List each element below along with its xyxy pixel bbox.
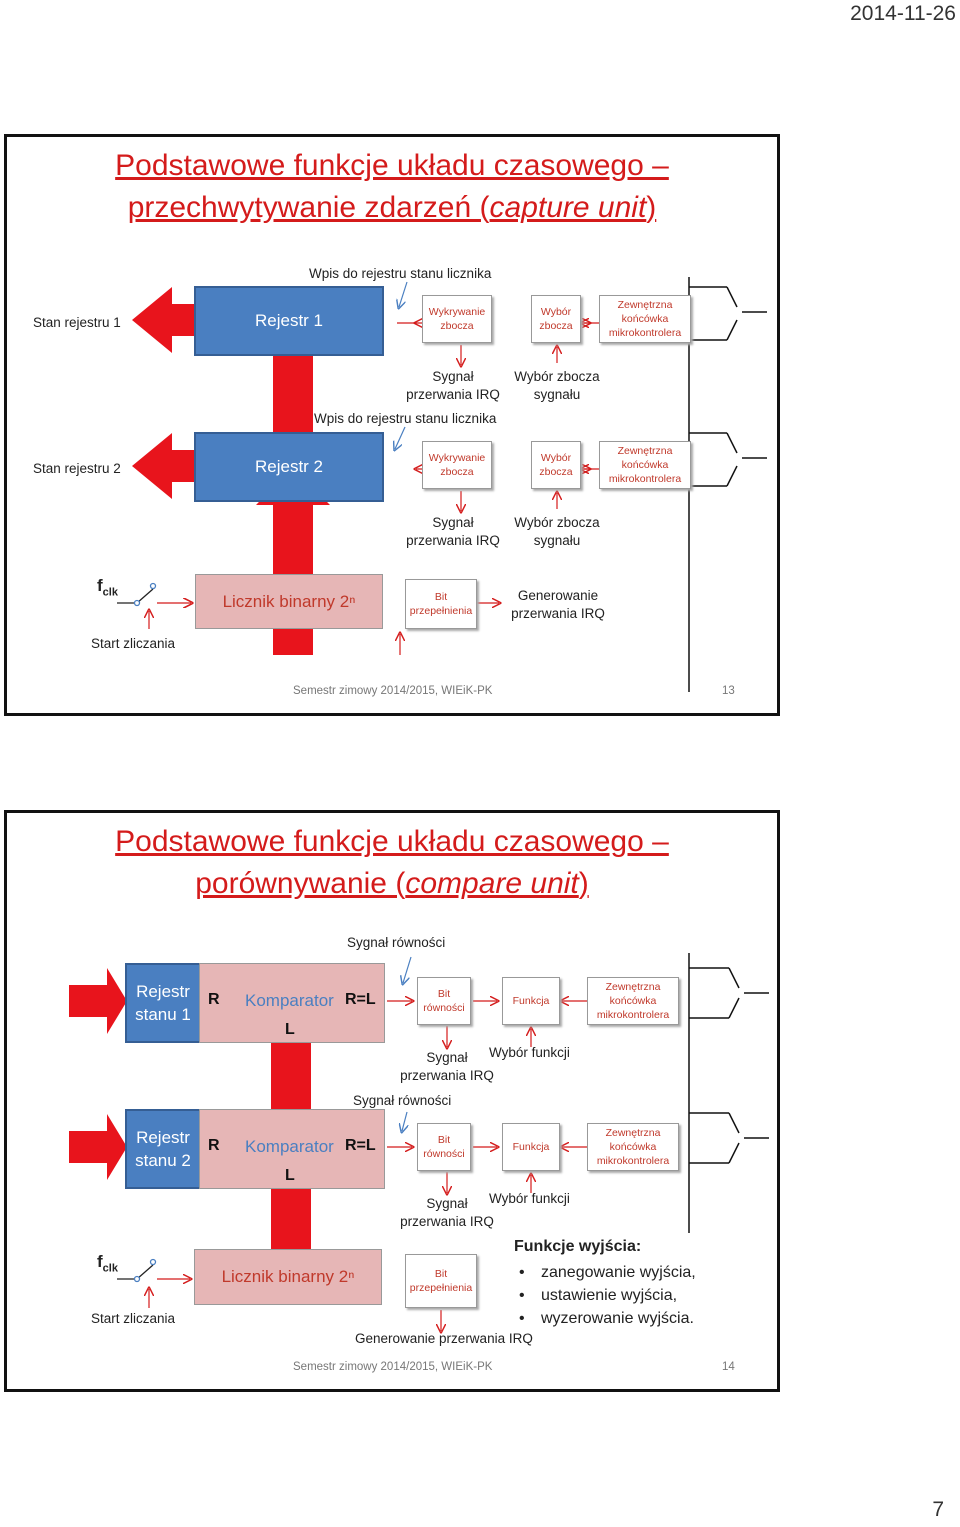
function-select-label-1: Wybór funkcji — [489, 1045, 570, 1060]
title-line-2: przechwytywanie zdarzeń (capture unit) — [127, 191, 657, 224]
slide-title: Podstawowe funkcje układu czasowego – po… — [7, 821, 777, 905]
external-pin-lines — [688, 277, 767, 692]
overflow-bit-box: Bit przepełnienia — [405, 579, 477, 629]
list-item: zanegowanie wyjścia, — [519, 1261, 696, 1284]
start-counting-label: Start zliczania — [91, 636, 176, 651]
external-pin-box-2: Zewnętrzna końcówka mikrokontrolera — [599, 441, 691, 489]
capture-diagram-graphics — [117, 277, 767, 692]
page-number: 7 — [932, 1498, 944, 1521]
comparator-label: Komparator — [245, 1137, 334, 1156]
slide-footer: Semestr zimowy 2014/2015, WIEiK-PK — [293, 685, 493, 697]
external-pin-box-2: Zewnętrzna końcówka mikrokontrolera — [587, 1123, 679, 1171]
list-item: wyzerowanie wyjścia. — [519, 1307, 696, 1330]
binary-counter-box: Licznik binarny 2ⁿ — [194, 1249, 382, 1305]
title-line-2: porównywanie (compare unit) — [195, 867, 589, 900]
comparator-input-l: L — [285, 1021, 295, 1038]
state-register-1-box: Rejestr stanu 1 — [125, 963, 201, 1043]
write-register-label-top: Wpis do rejestru stanu licznika — [309, 266, 492, 281]
comparator-input-r: R — [208, 1137, 220, 1154]
comparator-output: R=L — [345, 1137, 376, 1154]
function-box-2: Funkcja — [502, 1123, 560, 1171]
comparator-input-r: R — [208, 991, 220, 1008]
edge-detect-box-1: Wykrywanie zbocza — [422, 295, 492, 343]
title-line-1: Podstawowe funkcje układu czasowego – — [115, 149, 669, 182]
state-register-2-label: Stan rejestru 2 — [33, 461, 121, 476]
edge-detect-box-2: Wykrywanie zbocza — [422, 441, 492, 489]
clock-switch — [117, 1258, 157, 1283]
register-1-box: Rejestr 1 — [194, 286, 384, 356]
clock-switch — [117, 582, 191, 606]
slide-number: 13 — [722, 685, 735, 697]
header-date: 2014-11-26 — [850, 2, 956, 25]
register-2-box: Rejestr 2 — [194, 432, 384, 502]
title-line-1: Podstawowe funkcje układu czasowego – — [115, 825, 669, 858]
fclk-label: fclk — [97, 576, 118, 599]
equality-bit-box-2: Bit równości — [417, 1123, 471, 1171]
slide-footer: Semestr zimowy 2014/2015, WIEiK-PK — [293, 1361, 493, 1373]
edge-select-box-2: Wybór zbocza — [531, 441, 581, 489]
counter-bus-arrow — [273, 625, 313, 655]
comparator-input-l: L — [285, 1167, 295, 1184]
output-functions-list: zanegowanie wyjścia, ustawienie wyjścia,… — [519, 1261, 696, 1330]
external-pin-lines — [688, 953, 769, 1233]
start-counting-label: Start zliczania — [91, 1311, 176, 1326]
comparator-output: R=L — [345, 991, 376, 1008]
state-register-1-label: Stan rejestru 1 — [33, 315, 121, 330]
state-register-2-box: Rejestr stanu 2 — [125, 1109, 201, 1189]
slide-number: 14 — [722, 1361, 735, 1373]
function-box-1: Funkcja — [502, 977, 560, 1025]
comparator-2-box: R Komparator R=L L — [199, 1109, 385, 1189]
function-select-label-2: Wybór funkcji — [489, 1191, 570, 1206]
overflow-bit-box: Bit przepełnienia — [405, 1254, 477, 1308]
equality-bit-box-1: Bit równości — [417, 977, 471, 1025]
generate-irq-label: Generowanie przerwania IRQ — [355, 1331, 533, 1346]
slide-title: Podstawowe funkcje układu czasowego – pr… — [7, 145, 777, 229]
equality-signal-label-2: Sygnał równości — [353, 1093, 452, 1108]
slide-compare-unit: Podstawowe funkcje układu czasowego – po… — [4, 810, 780, 1392]
write-register-label-mid: Wpis do rejestru stanu licznika — [314, 411, 497, 426]
comparator-label: Komparator — [245, 991, 334, 1010]
equality-signal-label-1: Sygnał równości — [347, 935, 446, 950]
binary-counter-box: Licznik binarny 2ⁿ — [195, 574, 383, 629]
bus-arrow-left — [132, 287, 220, 499]
external-pin-box-1: Zewnętrzna końcówka mikrokontrolera — [587, 977, 679, 1025]
list-item: ustawienie wyjścia, — [519, 1284, 696, 1307]
edge-select-box-1: Wybór zbocza — [531, 295, 581, 343]
comparator-1-box: R Komparator R=L L — [199, 963, 385, 1043]
external-pin-box-1: Zewnętrzna końcówka mikrokontrolera — [599, 295, 691, 343]
slide-capture-unit: Podstawowe funkcje układu czasowego – pr… — [4, 134, 780, 716]
output-functions-title: Funkcje wyjścia: — [514, 1238, 642, 1255]
bus-arrow-right — [69, 968, 127, 1180]
fclk-label: fclk — [97, 1252, 118, 1275]
